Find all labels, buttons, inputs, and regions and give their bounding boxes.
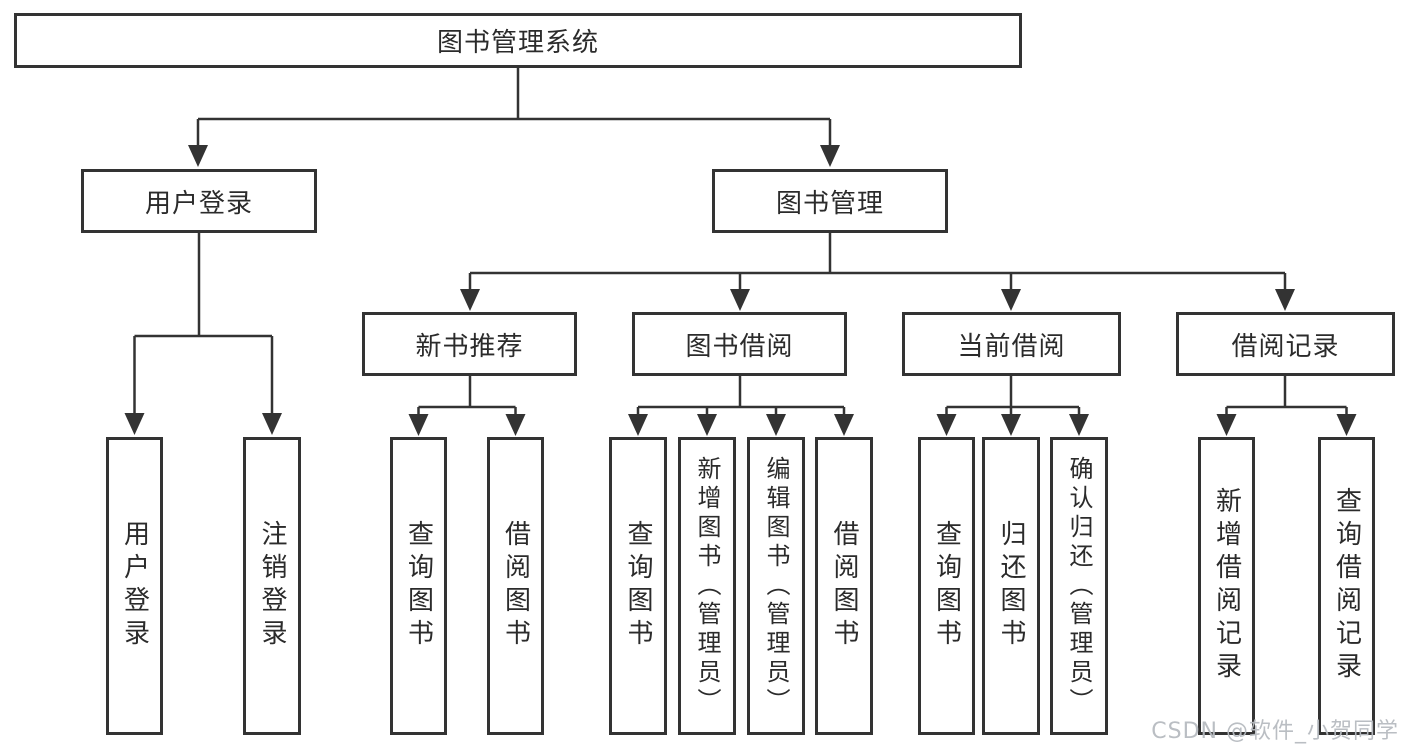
leaf-query-books-recommend: 查询图书	[390, 437, 447, 735]
leaf-label: 编辑图书（管理员）	[762, 455, 790, 717]
leaf-user-login: 用户登录	[106, 437, 163, 735]
leaf-borrow-books: 借阅图书	[815, 437, 873, 735]
leaf-label: 新增借阅记录	[1211, 487, 1242, 685]
leaf-add-borrow-record: 新增借阅记录	[1198, 437, 1255, 735]
node-user-login: 用户登录	[81, 169, 317, 233]
leaf-label: 查询图书	[403, 520, 434, 652]
leaf-edit-book-admin: 编辑图书（管理员）	[747, 437, 805, 735]
branch-user-login	[124, 233, 282, 435]
node-book-borrow: 图书借阅	[632, 312, 847, 376]
leaf-label: 新增图书（管理员）	[693, 455, 721, 717]
arrow-down-icon	[188, 145, 208, 167]
leaf-borrow-books-recommend: 借阅图书	[487, 437, 544, 735]
arrow-down-icon	[505, 414, 526, 436]
arrow-down-icon	[1001, 289, 1021, 311]
arrow-down-icon	[262, 413, 282, 435]
branch-current-borrow	[936, 376, 1089, 436]
leaf-label: 查询图书	[623, 520, 653, 652]
arrow-down-icon	[1069, 414, 1089, 436]
leaf-label: 查询借阅记录	[1331, 487, 1362, 685]
arrow-down-icon	[124, 413, 145, 435]
arrow-down-icon	[408, 414, 429, 436]
arrow-down-icon	[820, 145, 840, 167]
leaf-label: 借阅图书	[829, 520, 859, 652]
node-library-system: 图书管理系统	[14, 13, 1022, 68]
leaf-logout: 注销登录	[243, 437, 301, 735]
arrow-down-icon	[460, 289, 480, 311]
arrow-down-icon	[628, 414, 648, 436]
leaf-add-book-admin: 新增图书（管理员）	[678, 437, 736, 735]
arrow-down-icon	[936, 414, 957, 436]
arrow-down-icon	[834, 414, 854, 436]
watermark: CSDN @软件_小贺同学	[1151, 719, 1399, 744]
arrow-down-icon	[1216, 414, 1237, 436]
arrow-down-icon	[1001, 414, 1021, 436]
leaf-label: 用户登录	[119, 520, 150, 652]
leaf-query-books-borrow: 查询图书	[609, 437, 667, 735]
branch-new-book-recommend	[408, 376, 526, 436]
leaf-query-books-current: 查询图书	[918, 437, 975, 735]
leaf-label: 查询图书	[931, 520, 962, 652]
branch-book-management	[460, 233, 1295, 311]
leaf-label: 借阅图书	[500, 520, 531, 652]
branch-borrow-records	[1216, 376, 1357, 436]
leaf-label: 确认归还（管理员）	[1065, 455, 1093, 717]
leaf-confirm-return-admin: 确认归还（管理员）	[1050, 437, 1108, 735]
arrow-down-icon	[730, 289, 750, 311]
branch-root	[188, 68, 840, 167]
node-book-management: 图书管理	[712, 169, 948, 233]
leaf-label: 注销登录	[257, 520, 287, 652]
leaf-label: 归还图书	[996, 520, 1026, 652]
node-borrow-records: 借阅记录	[1176, 312, 1395, 376]
node-new-book-recommend: 新书推荐	[362, 312, 577, 376]
arrow-down-icon	[697, 414, 717, 436]
leaf-query-borrow-record: 查询借阅记录	[1318, 437, 1375, 735]
arrow-down-icon	[766, 414, 786, 436]
leaf-return-book: 归还图书	[982, 437, 1040, 735]
branch-book-borrow	[628, 376, 854, 436]
node-current-borrow: 当前借阅	[902, 312, 1121, 376]
arrow-down-icon	[1336, 414, 1357, 436]
arrow-down-icon	[1275, 289, 1295, 311]
